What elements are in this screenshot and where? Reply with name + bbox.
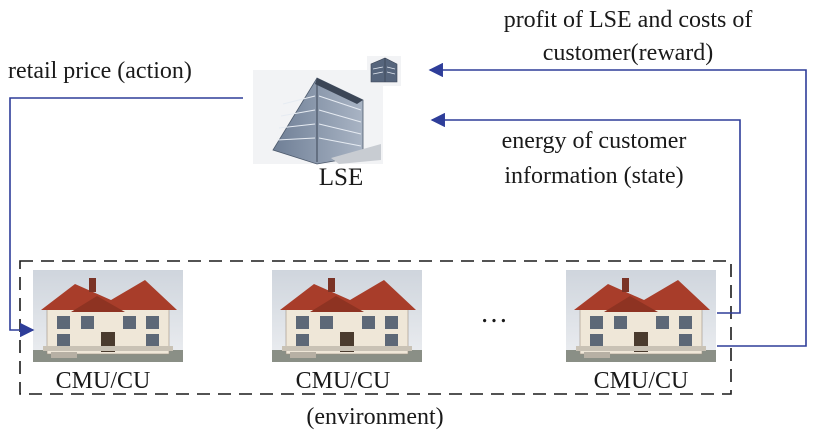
office-building-icon (253, 70, 383, 165)
unit-1-label: CMU/CU (56, 368, 151, 394)
ellipsis: … (480, 298, 508, 329)
unit-1-house-icon (32, 269, 184, 363)
lse-label: LSE (319, 164, 363, 191)
reward-arrow (428, 62, 807, 347)
environment-label: (environment) (306, 404, 443, 430)
environment-boundary (19, 260, 732, 395)
unit-2-label: CMU/CU (296, 368, 391, 394)
state-arrow (430, 112, 741, 314)
unit-3-house-icon (565, 269, 717, 363)
action-label: retail price (action) (8, 58, 192, 84)
small-building-icon (367, 56, 401, 86)
action-arrow (9, 97, 243, 338)
unit-2-house-icon (271, 269, 423, 363)
reward-label-line2: customer(reward) (543, 40, 714, 66)
state-label-line2: information (state) (504, 163, 683, 189)
state-label-line1: energy of customer (502, 128, 687, 154)
reward-label-line1: profit of LSE and costs of (504, 7, 753, 33)
unit-3-label: CMU/CU (594, 368, 689, 394)
